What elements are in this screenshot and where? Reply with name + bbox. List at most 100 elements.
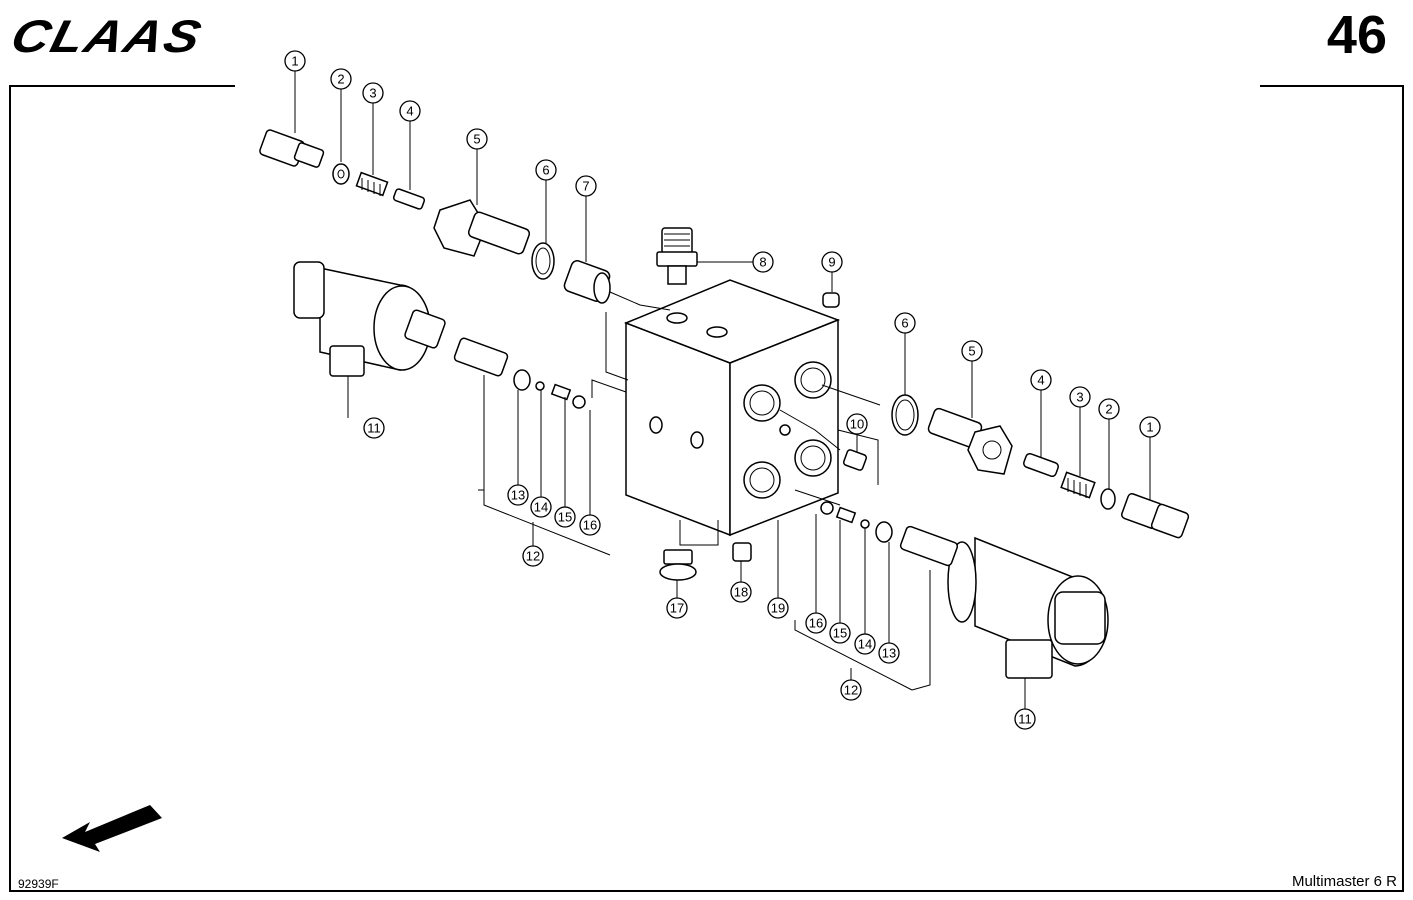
callout-15-right: 15	[829, 520, 851, 644]
svg-text:11: 11	[367, 421, 381, 436]
callout-1-right: 1	[1139, 416, 1161, 500]
svg-text:18: 18	[734, 585, 748, 600]
callout-5-left: 5	[466, 128, 488, 205]
part-11-solenoid-coil-left	[293, 261, 446, 377]
part-7-plug	[563, 260, 611, 304]
callout-14-left: 14	[530, 390, 552, 518]
callout-16-right: 16	[805, 514, 827, 634]
svg-text:9: 9	[828, 255, 835, 270]
svg-text:2: 2	[1105, 402, 1112, 417]
callout-2-left: 2	[330, 68, 352, 162]
callout-13-left: 13	[507, 390, 529, 506]
part-15-spring-right	[835, 506, 857, 524]
part-3-spring-right	[1060, 471, 1096, 499]
callout-4-right: 4	[1030, 369, 1052, 458]
callout-18: 18	[730, 561, 752, 603]
callout-2-right: 2	[1098, 398, 1120, 489]
svg-text:12: 12	[844, 683, 858, 698]
leader-lines	[478, 261, 931, 691]
callout-3-right: 3	[1069, 386, 1091, 476]
svg-text:15: 15	[833, 626, 847, 641]
part-1-fitting-right	[1121, 493, 1190, 539]
part-5-valve-cartridge-right	[927, 407, 1013, 475]
part-12-valve-left	[453, 337, 509, 377]
svg-text:14: 14	[534, 500, 548, 515]
callout-17: 17	[666, 580, 688, 619]
callout-12-right: 12	[840, 668, 862, 701]
svg-text:7: 7	[582, 179, 589, 194]
svg-text:4: 4	[406, 104, 413, 119]
part-9-cap	[822, 292, 840, 308]
svg-text:17: 17	[670, 601, 684, 616]
svg-text:15: 15	[558, 510, 572, 525]
drawing-id: 92939F	[18, 877, 59, 891]
callout-13-right: 13	[878, 542, 900, 664]
callout-4-left: 4	[399, 100, 421, 190]
svg-text:3: 3	[1076, 390, 1083, 405]
callout-14-right: 14	[854, 528, 876, 655]
callout-19: 19	[767, 597, 789, 619]
part-6-o-ring-right	[891, 394, 919, 436]
svg-text:1: 1	[1146, 420, 1153, 435]
part-12-valve-right	[899, 525, 959, 567]
part-3-spring-left	[355, 171, 389, 197]
callout-1-left: 1	[284, 50, 306, 133]
svg-text:13: 13	[511, 488, 525, 503]
part-4-poppet-right	[1023, 452, 1059, 478]
part-2-washer-right	[1100, 488, 1116, 510]
callout-5-right: 5	[961, 340, 983, 418]
part-16-seat-left	[572, 395, 586, 409]
part-18-cap-bottom	[732, 542, 752, 562]
part-6-o-ring-left	[531, 242, 555, 280]
part-8-fitting-top	[656, 227, 698, 285]
callout-6-right: 6	[894, 312, 916, 395]
callout-11-right: 11	[1014, 678, 1036, 730]
part-15-spring-left	[550, 383, 572, 401]
drawing-frame	[9, 86, 1404, 892]
part-17-bottom-fitting	[659, 549, 697, 581]
part-11-solenoid-coil-right	[947, 536, 1109, 679]
svg-text:19: 19	[771, 601, 785, 616]
part-14-ball-right	[860, 519, 870, 529]
callout-15-left: 15	[554, 397, 576, 528]
svg-text:11: 11	[1018, 712, 1032, 727]
part-2-washer-left	[332, 163, 350, 185]
svg-text:5: 5	[968, 344, 975, 359]
svg-text:12: 12	[526, 549, 540, 564]
svg-text:4: 4	[1037, 373, 1044, 388]
svg-text:2: 2	[337, 72, 344, 87]
svg-text:8: 8	[759, 255, 766, 270]
svg-text:13: 13	[882, 646, 896, 661]
callout-7: 7	[575, 175, 597, 262]
callout-12-left: 12	[522, 522, 544, 567]
arrow-down-left-icon	[62, 805, 162, 852]
svg-text:14: 14	[858, 637, 872, 652]
part-14-ball-left	[535, 381, 545, 391]
svg-text:6: 6	[542, 163, 549, 178]
part-16-seat-right	[820, 501, 834, 515]
callouts: 1 2 3 4 5 6 7 8 9 6 5 4 3 2 1 10 11 13 1…	[284, 50, 1161, 730]
callout-8: 8	[752, 251, 774, 273]
svg-text:1: 1	[291, 54, 298, 69]
part-13-ring-right	[875, 521, 893, 543]
part-10-insert	[842, 449, 868, 471]
part-13-ring-left	[513, 369, 531, 391]
valve-block	[623, 279, 841, 537]
callout-16-left: 16	[579, 410, 601, 536]
svg-text:10: 10	[850, 417, 864, 432]
svg-text:16: 16	[583, 518, 597, 533]
svg-text:5: 5	[473, 132, 480, 147]
callout-3-left: 3	[362, 82, 384, 175]
callout-9: 9	[821, 251, 843, 292]
part-5-valve-cartridge-left	[433, 199, 531, 257]
callout-6-left: 6	[535, 159, 557, 243]
svg-text:6: 6	[901, 316, 908, 331]
part-1-fitting-left	[259, 129, 325, 168]
page-number: 46	[1326, 5, 1387, 65]
svg-text:3: 3	[369, 86, 376, 101]
svg-text:16: 16	[809, 616, 823, 631]
part-4-poppet-left	[392, 188, 426, 210]
model-name: Multimaster 6 R	[1291, 873, 1397, 890]
callout-10: 10	[846, 413, 868, 452]
